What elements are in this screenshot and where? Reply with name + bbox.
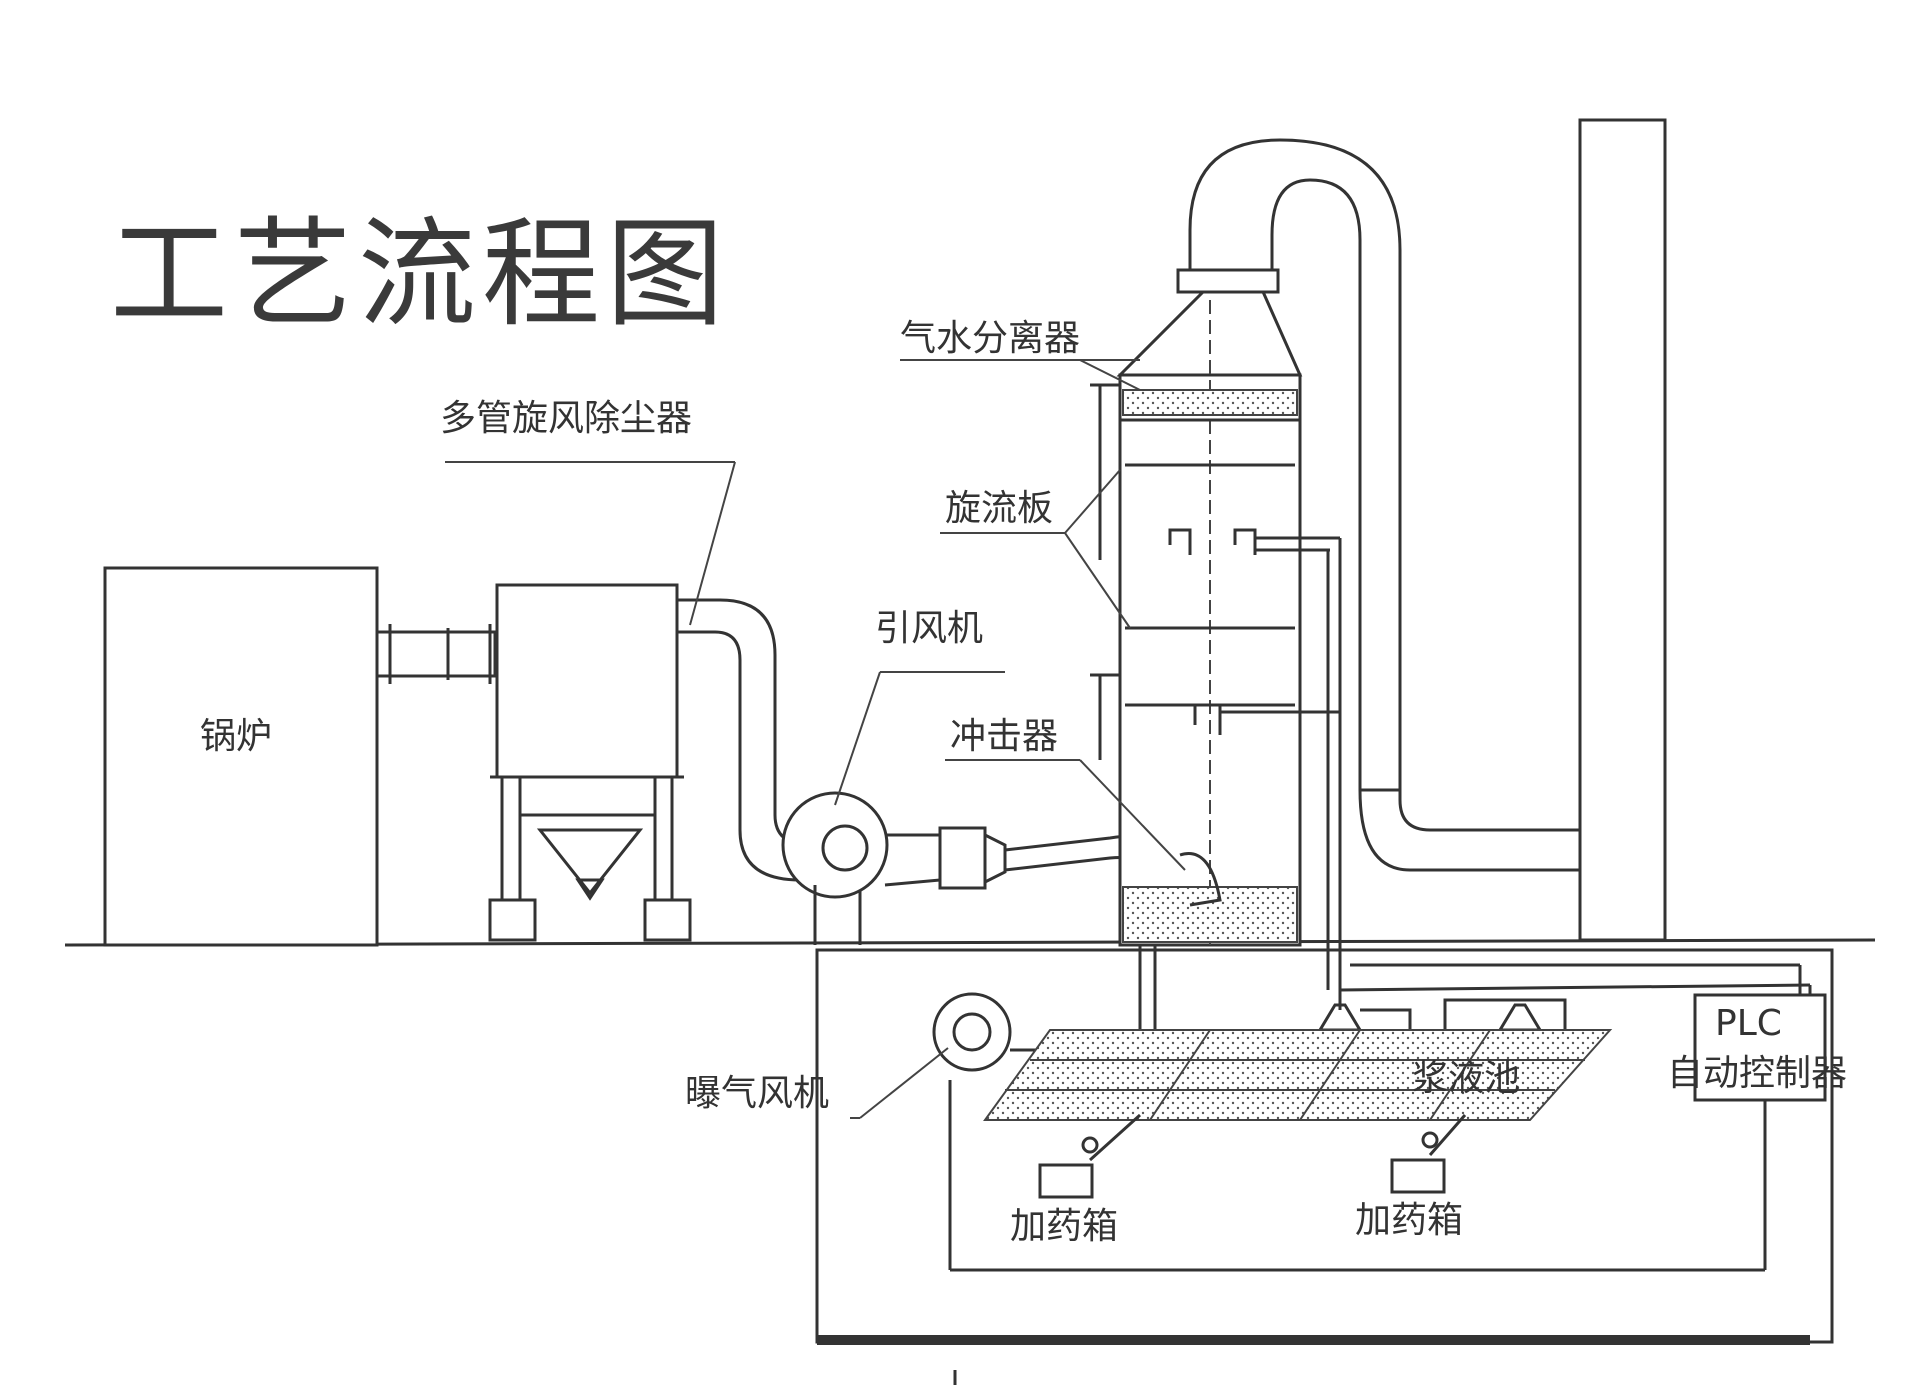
slurry-piping <box>815 948 1834 1385</box>
leader-lines <box>445 359 1186 1119</box>
boiler-label: 锅炉 <box>200 716 272 757</box>
slurry-pool-label: 浆液池 <box>1412 1058 1520 1099</box>
plc-label: PLC <box>1715 1003 1782 1044</box>
aeration-fan-label: 曝气风机 <box>685 1073 829 1114</box>
plc-controller-label: 自动控制器 <box>1667 1053 1847 1094</box>
impactor-label: 冲击器 <box>950 716 1058 757</box>
dust-collector <box>488 583 692 942</box>
induced-fan-label: 引风机 <box>875 608 983 649</box>
slurry-pool <box>983 1029 1613 1121</box>
boiler: 锅炉 <box>103 566 379 947</box>
boiler-duct <box>375 624 497 684</box>
tower-arch-pipe <box>1188 138 1580 872</box>
desulfurization-tower <box>1090 268 1342 1030</box>
dosing-tank-2-label: 加药箱 <box>1355 1200 1463 1241</box>
dosing-tank-2 <box>1390 1114 1467 1194</box>
plc-controller: PLC 自动控制器 <box>1667 993 1847 1102</box>
separator-label: 气水分离器 <box>900 318 1080 359</box>
swirl-plate-label: 旋流板 <box>945 488 1053 529</box>
dosing-tank-1 <box>1038 1113 1142 1199</box>
dust-collector-label: 多管旋风除尘器 <box>440 398 692 439</box>
chimney <box>1578 118 1667 942</box>
dosing-tank-1-label: 加药箱 <box>1010 1206 1118 1247</box>
diagram-title: 工艺流程图 <box>110 205 730 343</box>
